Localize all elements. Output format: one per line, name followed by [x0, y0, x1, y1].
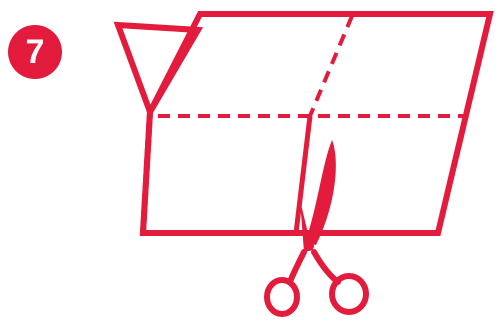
scissors-icon — [267, 140, 366, 314]
vertical-fold-line — [310, 16, 352, 116]
paper-outline — [143, 14, 490, 233]
step-number: 7 — [26, 35, 45, 69]
step-number-badge: 7 — [8, 25, 62, 79]
